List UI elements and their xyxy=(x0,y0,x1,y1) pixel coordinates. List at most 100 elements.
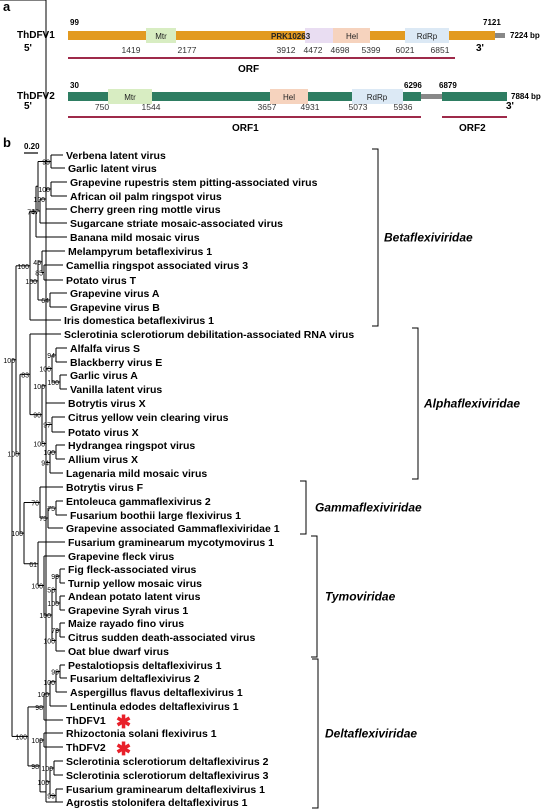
bootstrap-value: 97 xyxy=(43,423,51,430)
bootstrap-value: 100 xyxy=(47,380,59,387)
tip-label: Vanilla latent virus xyxy=(70,384,162,396)
tip-label: Fusarium graminearum deltaflexivirus 1 xyxy=(66,784,265,796)
domain-hel-label: Hel xyxy=(283,93,295,102)
genome-map-thdfv2: ThDFV2 5' 30 Mtr Hel RdRp 6296 6879 7884… xyxy=(17,81,541,134)
genome-length: 7224 bp xyxy=(510,31,540,40)
tip-label: Fusarium deltaflexivirus 2 xyxy=(70,673,200,685)
tip-label: Blackberry virus E xyxy=(70,357,162,369)
domain-rdrp xyxy=(352,89,403,104)
tip-label: Turnip yellow mosaic virus xyxy=(68,578,202,590)
tip-label: Sclerotinia sclerotiorum deltaflexivirus… xyxy=(0,0,203,3)
tip-label: Lagenaria mild mosaic virus xyxy=(66,468,207,480)
bootstrap-value: 100 xyxy=(11,531,23,538)
bootstrap-value: 94 xyxy=(47,353,55,360)
domain-prk xyxy=(305,28,333,43)
panel-a-label: a xyxy=(3,0,11,14)
tip-label: Pestalotiopsis deltaflexivirus 1 xyxy=(68,660,222,672)
genome-length: 7884 bp xyxy=(511,92,541,101)
bootstrap-value: 83 xyxy=(21,372,29,379)
tip-label: Entoleuca gammaflexivirus 2 xyxy=(66,496,211,508)
genome-name: ThDFV2 xyxy=(17,91,55,102)
genome-tail xyxy=(495,33,505,38)
orf-start-coord: 99 xyxy=(70,18,79,27)
tip-label: Garlic virus A xyxy=(70,370,138,382)
coord: 2177 xyxy=(178,45,197,55)
tip-label: Rhizoctonia solani flexivirus 1 xyxy=(66,728,217,740)
orf2-start-coord: 6879 xyxy=(439,81,457,90)
tip-label: Verbena latent virus xyxy=(66,150,166,162)
bootstrap-value: 98 xyxy=(31,764,39,771)
bootstrap-value: 100 xyxy=(39,613,51,620)
tip-label: Fusarium graminearum mycotymovirus 1 xyxy=(68,537,274,549)
tip-label: Iris domestica betaflexivirus 1 xyxy=(64,315,214,327)
coord: 1419 xyxy=(122,45,141,55)
tip-label: ThDFV2 xyxy=(66,742,106,754)
coord: 5073 xyxy=(349,102,368,112)
tip-label: Citrus sudden death-associated virus xyxy=(68,632,255,644)
bootstrap-value: 90 xyxy=(33,413,41,420)
tip-label: Maize rayado fino virus xyxy=(68,618,184,630)
genome-map-thdfv1: ThDFV1 5' 99 7121 Mtr PRK10263 Hel RdRp … xyxy=(17,18,540,75)
tip-label: Grapevine rupestris stem pitting-associa… xyxy=(70,177,318,189)
star-icon: ✱ xyxy=(116,712,131,732)
bootstrap-values: 9910010087748545641001009410010010097100… xyxy=(3,160,59,801)
bootstrap-value: 98 xyxy=(35,705,43,712)
bootstrap-value: 85 xyxy=(35,271,43,278)
bootstrap-value: 100 xyxy=(33,384,45,391)
coord: 4472 xyxy=(304,45,323,55)
bootstrap-value: 87 xyxy=(31,209,39,216)
bootstrap-value: 99 xyxy=(51,670,59,677)
orf-start-coord: 30 xyxy=(70,81,79,90)
tip-label: Grapevine fleck virus xyxy=(68,551,174,563)
tip-label: Andean potato latent virus xyxy=(68,591,201,603)
star-icon: ✱ xyxy=(116,739,131,759)
phylogenetic-tree xyxy=(0,0,67,803)
tip-label: Banana mild mosaic virus xyxy=(70,232,200,244)
domain-rdrp xyxy=(405,28,449,43)
orf-end-coord: 7121 xyxy=(483,18,501,27)
family-bracket xyxy=(311,535,318,658)
tip-label: Agrostis stolonifera deltaflexivirus 1 xyxy=(66,797,248,809)
family-label: Tymoviridae xyxy=(325,590,396,604)
orf1-label: ORF1 xyxy=(232,123,259,134)
tip-label: Aspergillus flavus deltaflexivirus 1 xyxy=(70,687,243,699)
coord: 3912 xyxy=(277,45,296,55)
domain-mtr-label: Mtr xyxy=(124,93,136,102)
bootstrap-value: 100 xyxy=(43,450,55,457)
coord: 6021 xyxy=(396,45,415,55)
bootstrap-value: 100 xyxy=(33,442,45,449)
scale-bar-label: 0.20 xyxy=(24,142,40,151)
family-bracket xyxy=(312,658,319,809)
tip-label: Allium virus X xyxy=(68,454,138,466)
tip-label: Cherry green ring mottle virus xyxy=(70,204,221,216)
bootstrap-value: 99 xyxy=(47,794,55,801)
bootstrap-value: 100 xyxy=(31,584,43,591)
bootstrap-value: 100 xyxy=(37,692,49,699)
genome-bar-orf2 xyxy=(442,92,507,101)
domain-mtr xyxy=(108,89,152,104)
bootstrap-value: 100 xyxy=(31,738,43,745)
family-bracket xyxy=(412,327,419,480)
coord: 4698 xyxy=(331,45,350,55)
bootstrap-value: 64 xyxy=(41,298,49,305)
domain-rdrp-label: RdRp xyxy=(417,32,438,41)
bootstrap-value: 74 xyxy=(27,210,35,217)
bootstrap-value: 79 xyxy=(51,628,59,635)
family-label: Deltaflexiviridae xyxy=(325,727,417,741)
tip-label: ThDFV1 xyxy=(66,715,106,727)
genome-name: ThDFV1 xyxy=(17,30,55,41)
coord: 3657 xyxy=(258,102,277,112)
tip-label: Botrytis virus F xyxy=(66,482,144,494)
bootstrap-value: 61 xyxy=(29,562,37,569)
bootstrap-value: 100 xyxy=(25,279,37,286)
bootstrap-value: 45 xyxy=(33,260,41,267)
tip-label: African oil palm ringspot virus xyxy=(70,191,222,203)
tip-label: Sclerotinia sclerotiorum deltaflexivirus… xyxy=(66,770,269,782)
family-label: Gammaflexiviridae xyxy=(315,501,422,515)
panel-b-label: b xyxy=(3,135,11,150)
bootstrap-value: 100 xyxy=(15,734,27,741)
tip-label: Oat blue dwarf virus xyxy=(68,646,169,658)
domain-hel-label: Hel xyxy=(346,32,358,41)
bootstrap-value: 100 xyxy=(47,601,59,608)
